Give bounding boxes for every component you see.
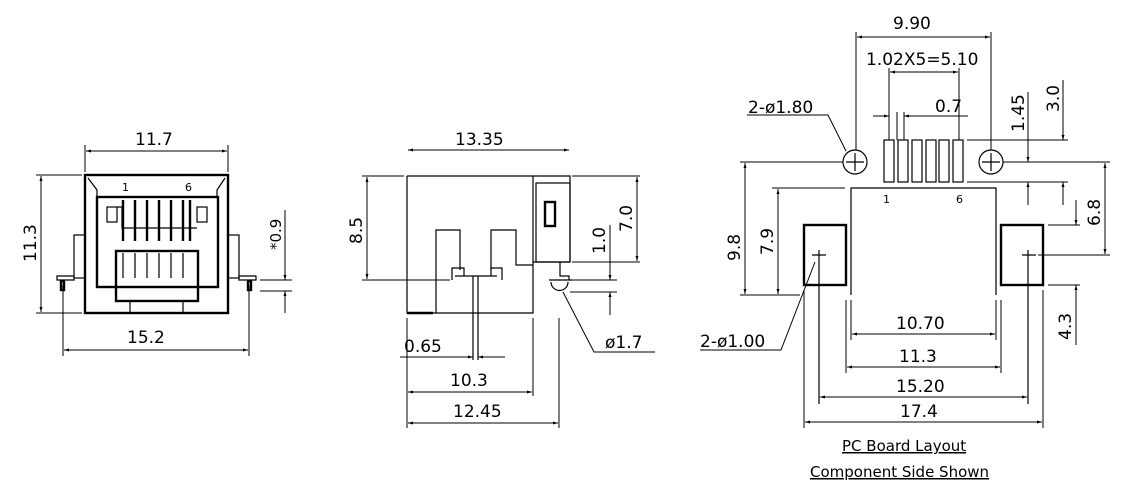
dim-4-3: 4.3 (1056, 313, 1076, 340)
pcb-pin-6-label: 6 (956, 193, 963, 206)
pin-1-label: 1 (122, 181, 129, 194)
dim-15-20: 15.20 (896, 377, 945, 397)
dim-7-0: 7.0 (617, 205, 637, 232)
dim-6-8: 6.8 (1085, 199, 1105, 226)
dim-9-90: 9.90 (893, 14, 931, 34)
dim-0-9: *0.9 (267, 219, 285, 250)
front-view: 1 6 11.7 11.3 15.2 *0.9 (21, 130, 292, 356)
shield-pad-left (802, 223, 848, 287)
dim-11-3-pcb: 11.3 (899, 347, 937, 367)
dim-peg-diameter: ø1.7 (605, 333, 642, 353)
layout-title: PC Board Layout (842, 437, 966, 455)
dim-10-3: 10.3 (450, 371, 488, 391)
dim-1-0: 1.0 (590, 227, 610, 254)
dim-pin-pitch: 1.02X5=5.10 (866, 50, 978, 70)
dim-10-70: 10.70 (896, 314, 945, 334)
front-opening (95, 195, 220, 289)
body-outline (850, 187, 997, 295)
mount-holes (842, 149, 1004, 175)
dim-1-45: 1.45 (1009, 94, 1029, 132)
dim-0-65: 0.65 (404, 337, 442, 357)
dim-11-3: 11.3 (21, 224, 41, 262)
dim-8-5: 8.5 (347, 217, 367, 244)
dim-mount-holes: 2-ø1.80 (748, 98, 813, 118)
pcb-layout: 1 6 9.90 1.02X5=5.10 0.7 2-ø1.80 1.45 3.… (700, 14, 1110, 481)
signal-pads (883, 139, 964, 183)
dim-12-45: 12.45 (453, 402, 502, 422)
pcb-pin-1-label: 1 (883, 193, 890, 206)
layout-subtitle: Component Side Shown (810, 463, 989, 481)
dim-9-8: 9.8 (725, 234, 745, 261)
dim-13-35: 13.35 (455, 130, 504, 150)
front-body (83, 173, 230, 315)
dim-11-7: 11.7 (135, 130, 173, 150)
side-view: 13.35 8.5 7.0 1.0 0.65 10.3 12.45 ø1.7 (347, 130, 655, 428)
dim-shield-holes: 2-ø1.00 (700, 332, 765, 352)
dim-3-0: 3.0 (1044, 85, 1064, 112)
pin-6-label: 6 (185, 181, 192, 194)
dim-7-9: 7.9 (758, 228, 778, 255)
dim-0-7: 0.7 (935, 97, 962, 117)
dim-15-2: 15.2 (127, 328, 165, 348)
front-contacts (114, 200, 200, 313)
dim-17-4: 17.4 (900, 402, 938, 422)
